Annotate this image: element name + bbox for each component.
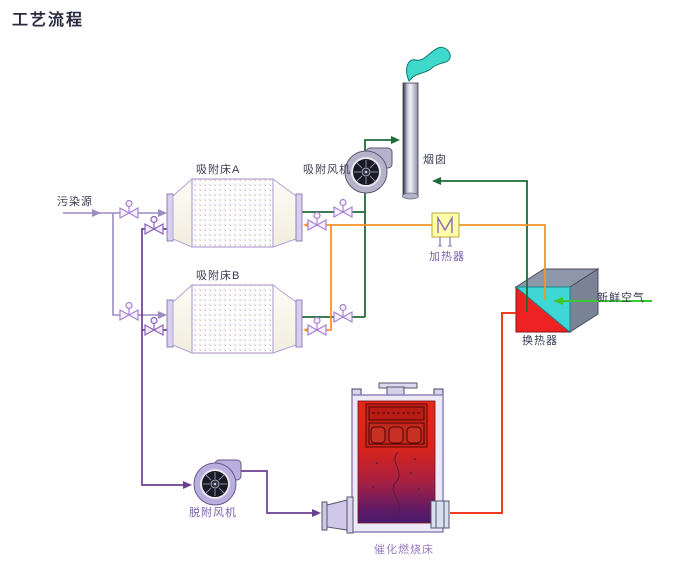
- adsorption-bed-b: [166, 283, 303, 354]
- catalytic-bed-label: 催化燃烧床: [374, 544, 434, 556]
- desorption-fan-label: 脱附风机: [189, 507, 237, 519]
- desorption-arrows: [183, 481, 321, 517]
- bed-b-label: 吸附床B: [196, 270, 241, 282]
- page-title: 工艺流程: [12, 12, 85, 29]
- adsorption-fan-label: 吸附风机: [303, 164, 351, 176]
- clean-gas-arrow: [391, 136, 400, 144]
- heat-exchanger-label: 换热器: [522, 335, 558, 347]
- heater-label: 加热器: [429, 251, 465, 263]
- combustion-outlet-line: [450, 312, 516, 514]
- adsorption-fan-icon: [344, 147, 393, 194]
- chimney-label: 烟囱: [423, 154, 447, 166]
- desorption-fan-icon: [193, 459, 242, 506]
- heater-icon: [431, 212, 460, 247]
- pollution-source-label: 污染源: [57, 196, 93, 208]
- adsorption-bed-a: [166, 177, 303, 248]
- supply-arrows: [92, 209, 167, 319]
- catalytic-bed: [321, 382, 450, 534]
- bed-a-label: 吸附床A: [196, 164, 241, 176]
- flag-icon: [406, 46, 451, 82]
- valve-icons: [119, 198, 353, 337]
- supply-line: [63, 212, 163, 316]
- heat-exchanger-icon: [514, 268, 600, 334]
- chimney-icon: [402, 82, 419, 200]
- fresh-air-arrow: [553, 297, 563, 305]
- flue-gas-arrow: [432, 177, 441, 185]
- fresh-air-label: 新鲜空气: [597, 292, 645, 304]
- flue-gas-line: [436, 180, 528, 312]
